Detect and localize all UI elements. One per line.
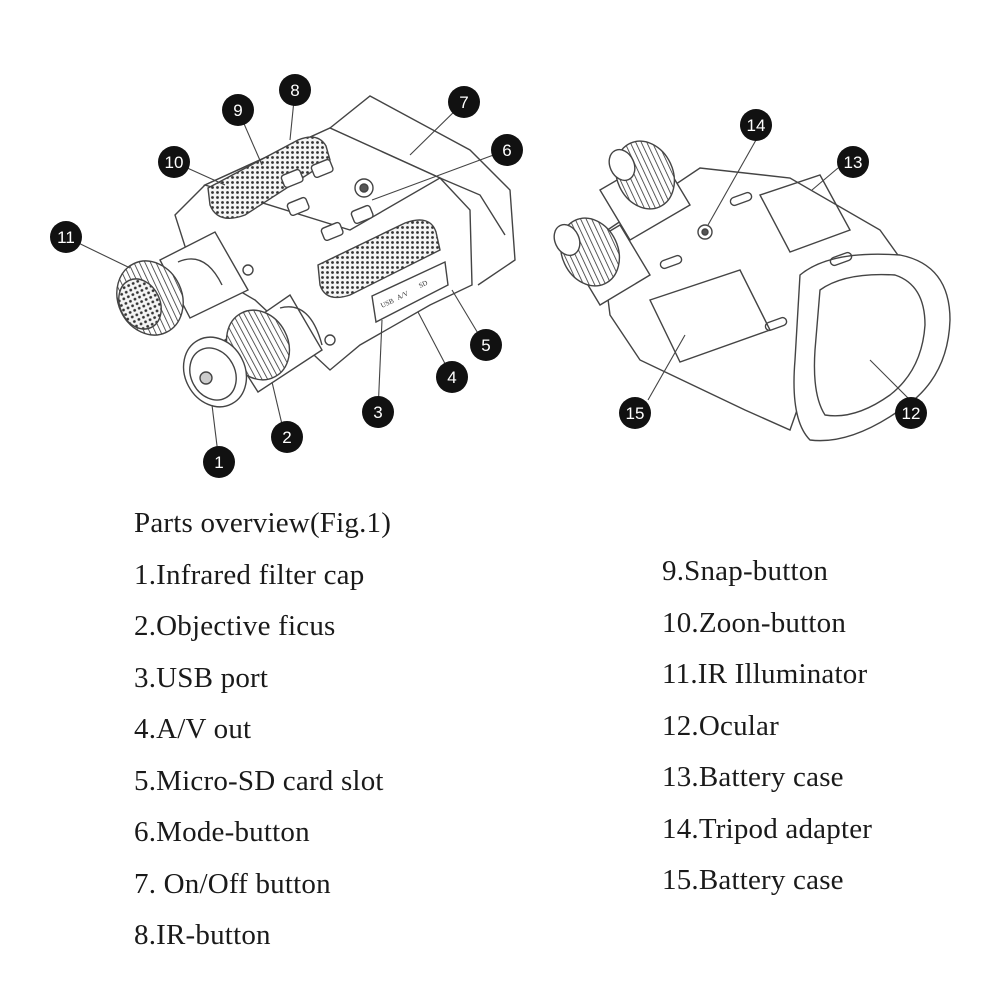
legend-item-7: 7. On/Off button [134,867,331,900]
svg-text:11: 11 [57,228,75,247]
callout-1: 1 [203,446,235,478]
legend-item-9: 9.Snap-button [662,555,829,587]
rear-view [553,140,951,442]
svg-text:2: 2 [282,428,291,447]
callout-10: 10 [158,146,190,178]
callout-2: 2 [271,421,303,453]
svg-text:1: 1 [214,453,223,472]
svg-text:10: 10 [165,153,184,172]
legend-item-13: 13.Battery case [662,761,844,793]
callout-4: 4 [436,361,468,393]
legend-title: Parts overview(Fig.1) [134,507,392,539]
parts-diagram: USB A/V SD [50,74,951,478]
svg-text:4: 4 [447,368,456,387]
svg-text:13: 13 [844,153,863,172]
callout-3: 3 [362,396,394,428]
legend-item-12: 12.Ocular [662,709,779,742]
binocular-drawing: USB A/V SD [50,74,951,478]
rear-leaders [647,139,911,401]
legend-item-6: 6.Mode-button [134,816,310,848]
legend-item-2: 2.Objective ficus [134,610,336,642]
legend-item-11: 11.IR Illuminator [662,658,868,690]
callout-9: 9 [222,94,254,126]
callout-6: 6 [491,134,523,166]
legend-item-14: 14.Tripod adapter [662,812,873,845]
svg-text:6: 6 [502,141,511,160]
legend-item-15: 15.Battery case [662,864,844,896]
callout-15: 15 [619,397,651,429]
callout-11: 11 [50,221,82,253]
front-view: USB A/V SD [116,95,516,408]
svg-text:8: 8 [290,81,299,100]
callout-13: 13 [837,146,869,178]
legend-item-10: 10.Zoon-button [662,606,847,639]
svg-text:12: 12 [902,404,921,423]
svg-text:9: 9 [233,101,242,120]
svg-text:15: 15 [626,404,645,423]
callout-14: 14 [740,109,772,141]
legend-item-5: 5.Micro-SD card slot [134,764,384,797]
legend-left-column: Parts overview(Fig.1) 1.Infrared filter … [134,498,391,962]
callout-7: 7 [448,86,480,118]
legend-item-4: 4.A/V out [134,713,252,745]
callout-12: 12 [895,397,927,429]
legend-item-3: 3.USB port [134,661,269,694]
legend-item-1: 1.Infrared filter cap [134,558,365,591]
port-label-sd: SD [417,279,428,290]
legend-right-column: 9.Snap-button 10.Zoon-button 11.IR Illum… [662,546,872,907]
svg-text:7: 7 [459,93,468,112]
legend-item-8: 8.IR-button [134,919,271,951]
callout-8: 8 [279,74,311,106]
svg-text:5: 5 [481,336,490,355]
svg-text:14: 14 [747,116,766,135]
grip-bottom [317,219,441,299]
callout-5: 5 [470,329,502,361]
svg-text:3: 3 [373,403,382,422]
